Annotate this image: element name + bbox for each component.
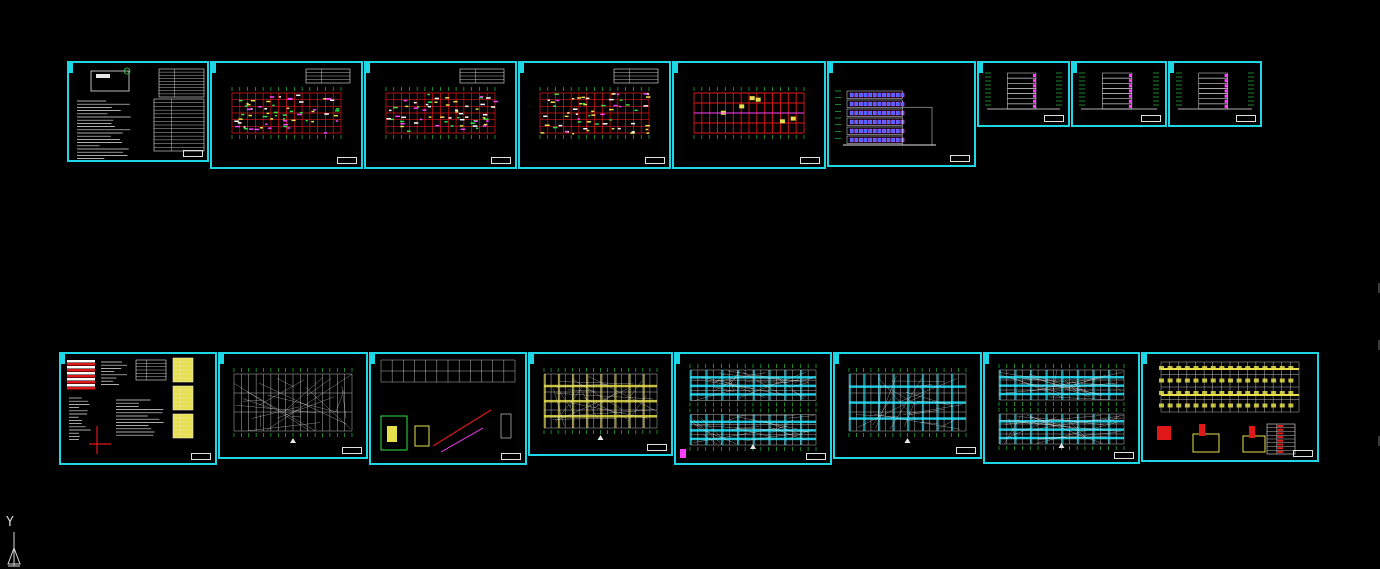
canvas-edge-marks [1377, 0, 1380, 569]
drawing-sheet-cover[interactable] [67, 61, 209, 162]
sheet-linework [231, 68, 351, 139]
sheet-linework [848, 368, 967, 443]
sheet-linework [835, 90, 936, 146]
drawing-sheet-column-layout[interactable] [983, 352, 1140, 464]
ucs-axis-icon [7, 532, 21, 567]
drawing-sheet-section-2[interactable] [1071, 61, 1167, 127]
drawing-sheet-section-1[interactable] [977, 61, 1070, 127]
ucs-y-label: Y [6, 515, 14, 530]
sheet-linework [543, 368, 658, 440]
drawing-sheet-slab-layout[interactable] [833, 352, 982, 459]
drawing-sheet-floor-plan-1[interactable] [210, 61, 363, 169]
drawing-sheet-section-3[interactable] [1168, 61, 1262, 127]
drawing-sheet-beam-layout-2[interactable] [674, 352, 832, 465]
sheet-linework [67, 357, 194, 454]
drawing-sheet-beam-layout-1[interactable] [528, 352, 673, 456]
sheet-linework [1176, 72, 1254, 110]
drawing-sheet-elevation[interactable] [827, 61, 976, 167]
drawing-sheet-structure-notes[interactable] [59, 352, 217, 465]
sheet-linework [693, 87, 805, 139]
sheet-linework [680, 364, 817, 458]
sheet-linework [1157, 361, 1300, 455]
drawing-sheet-stair-detail[interactable] [369, 352, 527, 465]
sheet-linework [385, 68, 505, 139]
sheet-linework [380, 359, 516, 453]
sheet-linework [539, 68, 659, 139]
drawing-sheet-roof-plan[interactable] [672, 61, 826, 169]
sheet-linework [233, 368, 353, 443]
sheet-linework [998, 364, 1125, 450]
drawing-sheet-pile-layout[interactable] [218, 352, 368, 459]
drawing-sheet-floor-plan-3[interactable] [518, 61, 671, 169]
drawing-sheet-foundation[interactable] [1141, 352, 1319, 462]
sheet-linework [1079, 72, 1159, 110]
sheet-linework [77, 67, 205, 159]
drawing-sheet-floor-plan-2[interactable] [364, 61, 517, 169]
sheet-linework [985, 72, 1062, 110]
